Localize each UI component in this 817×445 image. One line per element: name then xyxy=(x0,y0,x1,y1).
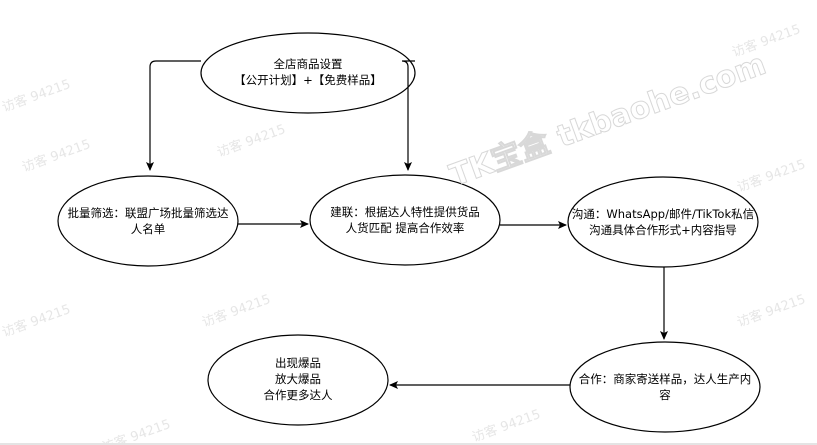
node-cooperate xyxy=(569,341,761,433)
node-communicate xyxy=(567,176,759,268)
label-result: 出现爆品 放大爆品 合作更多达人 xyxy=(210,352,386,406)
text-line: 合作：商家寄送样品，达人生产内容 xyxy=(578,372,752,402)
text-line: 放大爆品 xyxy=(275,372,321,386)
text-line: 建联：根据达人特性提供货品 xyxy=(330,205,480,219)
label-settings: 全店商品设置 【公开计划】+【免费样品】 xyxy=(201,40,415,104)
text-line: 人货匹配 提高合作效率 xyxy=(345,221,465,235)
text-line: 批量筛选：联盟广场批量筛选达人名单 xyxy=(67,206,229,236)
text-line: 沟通：WhatsApp/邮件/TikTok私信 xyxy=(571,207,755,221)
node-result xyxy=(207,334,389,426)
label-cooperate: 合作：商家寄送样品，达人生产内容 xyxy=(568,362,762,412)
text-line: 出现爆品 xyxy=(275,356,321,370)
text-line: 合作更多达人 xyxy=(263,388,333,402)
text-line: 全店商品设置 xyxy=(273,57,343,71)
label-communicate: 沟通：WhatsApp/邮件/TikTok私信 沟通具体合作形式+内容指导 xyxy=(550,198,776,246)
text-line: 沟通具体合作形式+内容指导 xyxy=(589,223,737,237)
arrow-settings-to-connect xyxy=(401,60,415,171)
label-connect: 建联：根据达人特性提供货品 人货匹配 提高合作效率 xyxy=(312,196,498,244)
node-batch-filter xyxy=(57,175,239,267)
node-settings xyxy=(200,32,416,114)
node-connect xyxy=(309,174,501,266)
text-line: 【公开计划】+【免费样品】 xyxy=(234,73,382,87)
label-batch-filter: 批量筛选：联盟广场批量筛选达人名单 xyxy=(58,195,238,247)
arrow-settings-to-batch xyxy=(146,60,201,171)
